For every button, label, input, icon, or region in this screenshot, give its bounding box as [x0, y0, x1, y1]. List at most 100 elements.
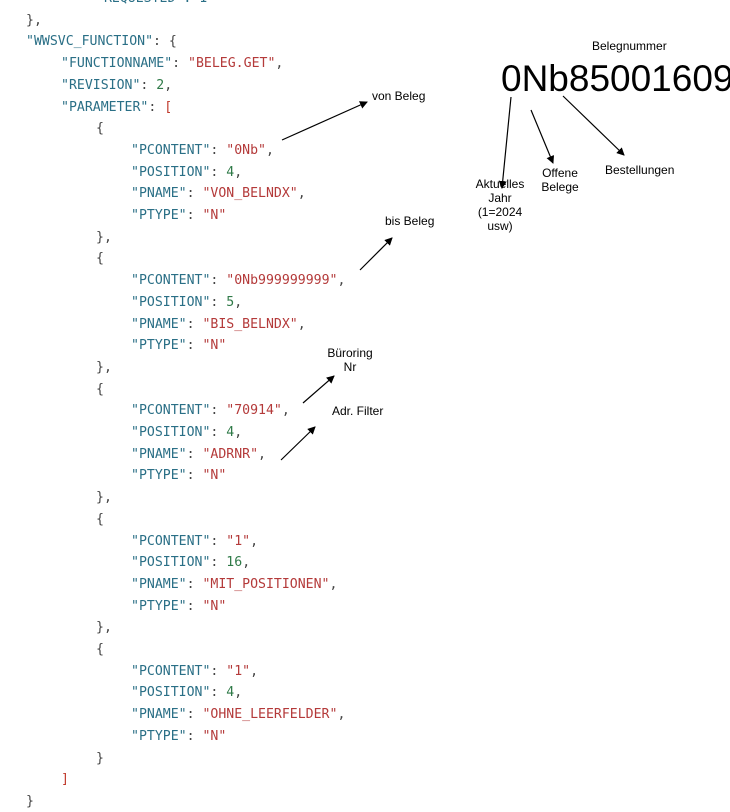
- code-line: "PCONTENT": "0Nb",: [131, 141, 274, 161]
- json-punctuation: :: [186, 728, 203, 744]
- code-line: "PCONTENT": "0Nb999999999",: [131, 271, 345, 291]
- json-punctuation: :: [186, 316, 203, 332]
- code-line: "POSITION": 4,: [131, 423, 242, 443]
- label-aktuelles-line1: Aktuelles: [475, 177, 525, 191]
- code-line: }: [26, 792, 34, 812]
- json-punctuation: ,: [234, 294, 243, 310]
- json-number-value: 2: [156, 77, 165, 93]
- json-key: "PNAME": [131, 446, 187, 462]
- json-key: "PCONTENT": [131, 533, 211, 549]
- code-line: {: [96, 119, 104, 139]
- arrow-bestellungen: [562, 95, 625, 156]
- code-line: "PTYPE": "N": [131, 206, 226, 226]
- label-bestellungen: Bestellungen: [605, 163, 675, 177]
- json-key: "PCONTENT": [131, 142, 211, 158]
- label-bueroring-line2: Nr: [343, 360, 357, 374]
- code-line: "POSITION": 16,: [131, 553, 250, 573]
- json-punctuation: ,: [258, 446, 266, 462]
- code-line: },: [96, 228, 112, 248]
- code-line: "PTYPE": "N": [131, 466, 226, 486]
- json-key: "PTYPE": [131, 728, 187, 744]
- json-punctuation: :: [210, 273, 227, 289]
- json-string-value: "1": [226, 663, 251, 679]
- code-line: "POSITION": 5,: [131, 293, 242, 313]
- label-offene-line2: Belege: [541, 180, 579, 194]
- json-string-value: "MIT_POSITIONEN": [202, 576, 330, 592]
- json-punctuation: :: [186, 576, 203, 592]
- label-aktuelles-line3: (1=2024: [477, 205, 523, 219]
- json-string-value: "N": [202, 728, 227, 744]
- json-punctuation: :: [140, 77, 157, 93]
- json-string-value: "70914": [226, 403, 282, 419]
- code-line: "PNAME": "MIT_POSITIONEN",: [131, 575, 337, 595]
- json-punctuation: ,: [164, 77, 173, 93]
- json-key: "PNAME": [131, 316, 187, 332]
- arrow-bueroring: [302, 375, 335, 404]
- json-punctuation: :: [210, 555, 227, 571]
- json-key: "PCONTENT": [131, 403, 211, 419]
- code-line: "PTYPE": "N": [131, 336, 226, 356]
- code-line: "REVISION": 2,: [61, 76, 172, 96]
- code-line: },: [96, 488, 112, 508]
- json-punctuation: ,: [266, 142, 274, 158]
- label-aktuelles-line4: usw): [487, 219, 513, 233]
- code-line: "PCONTENT": "70914",: [131, 401, 290, 421]
- json-punctuation: : {: [153, 34, 177, 50]
- json-punctuation: {: [96, 642, 104, 657]
- code-line: "PNAME": "ADRNR",: [131, 445, 266, 465]
- json-number-value: 4: [226, 685, 235, 701]
- json-string-value: "BIS_BELNDX": [202, 316, 298, 332]
- code-line: "REQUESTED": 1: [96, 0, 207, 9]
- json-string-value: "0Nb999999999": [226, 273, 338, 289]
- json-string-value: "OHNE_LEERFELDER": [202, 707, 338, 723]
- json-key: "PTYPE": [131, 468, 187, 484]
- code-line: },: [96, 618, 112, 638]
- json-punctuation: :: [210, 164, 227, 180]
- json-punctuation: :: [210, 294, 227, 310]
- json-punctuation: :: [210, 142, 227, 158]
- json-punctuation: :: [210, 425, 227, 440]
- json-key: "PNAME": [131, 186, 187, 202]
- json-punctuation: },: [26, 12, 42, 28]
- json-punctuation: :: [186, 468, 203, 484]
- json-code-view: "REQUESTED": 1},"WWSVC_FUNCTION": {"FUNC…: [26, 0, 345, 812]
- json-number-value: 16: [226, 555, 243, 571]
- json-punctuation: },: [96, 359, 112, 375]
- label-bis-beleg: bis Beleg: [385, 214, 435, 228]
- json-punctuation: },: [96, 490, 112, 506]
- json-key: "PTYPE": [131, 598, 187, 614]
- json-punctuation: :: [148, 99, 165, 115]
- json-punctuation: ]: [61, 772, 69, 788]
- code-line: {: [96, 249, 104, 269]
- json-punctuation: :: [186, 446, 203, 462]
- json-key: "PCONTENT": [131, 273, 211, 289]
- json-punctuation: [: [164, 99, 173, 115]
- json-punctuation: ,: [242, 555, 251, 571]
- json-number-value: 5: [226, 294, 235, 310]
- code-line: },: [96, 358, 112, 378]
- json-punctuation: :: [186, 338, 203, 354]
- code-line: "POSITION": 4,: [131, 163, 242, 183]
- json-key: "PCONTENT": [131, 663, 211, 679]
- json-key: "PTYPE": [131, 208, 187, 223]
- code-line: "PCONTENT": "1",: [131, 662, 258, 682]
- code-line: "WWSVC_FUNCTION": {: [26, 32, 177, 52]
- json-punctuation: ,: [281, 403, 290, 419]
- json-punctuation: :: [186, 598, 203, 614]
- code-line: "PTYPE": "N": [131, 597, 226, 617]
- arrow-aktuelles-jahr: [498, 96, 512, 189]
- json-key: "PNAME": [131, 576, 187, 592]
- json-string-value: "0Nb": [226, 142, 266, 158]
- code-line: "PTYPE": "N": [131, 727, 226, 747]
- json-punctuation: ,: [297, 316, 306, 332]
- json-punctuation: ,: [337, 273, 346, 289]
- belegnummer-value: 0Nb85001609: [501, 58, 730, 99]
- arrow-offene-belege: [530, 109, 555, 164]
- code-line: "PNAME": "BIS_BELNDX",: [131, 315, 306, 335]
- json-string-value: "N": [202, 208, 227, 223]
- json-punctuation: :: [186, 208, 203, 223]
- label-bueroring-nr: Büroring Nr: [318, 346, 382, 374]
- json-punctuation: :: [172, 56, 189, 72]
- code-line: "POSITION": 4,: [131, 683, 242, 703]
- json-key: "PTYPE": [131, 338, 187, 354]
